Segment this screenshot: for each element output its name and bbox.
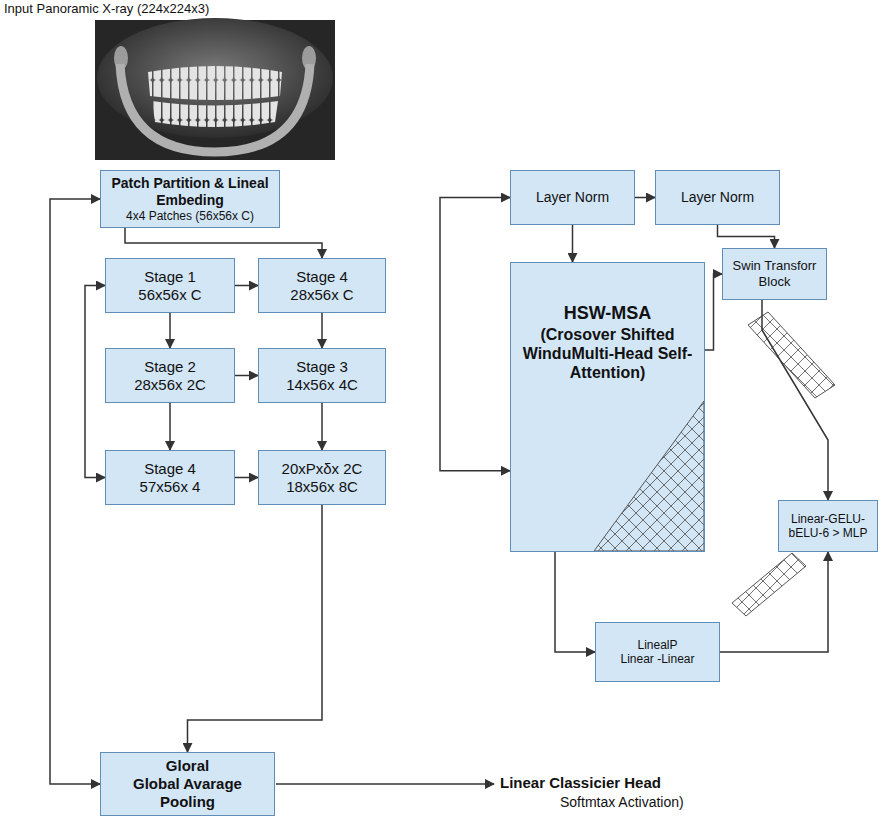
flow-arrow bbox=[125, 228, 322, 258]
flow-arrow bbox=[85, 286, 105, 478]
flow-arrow bbox=[572, 225, 574, 262]
hatched-ribbon bbox=[748, 312, 835, 398]
block-box: Swin Transforr Block bbox=[722, 248, 827, 300]
box-title: Gloral bbox=[166, 757, 209, 775]
box-title: Stage 3 bbox=[296, 358, 348, 376]
box-detail: 56x56x C bbox=[138, 286, 201, 304]
flow-arrow bbox=[50, 199, 100, 784]
flow-arrow bbox=[718, 225, 775, 248]
box-title: Stage 4 bbox=[296, 268, 348, 286]
pooling-box: GloralGlobal Avarage Pooling bbox=[100, 752, 275, 816]
box-title: Stage 4 bbox=[144, 460, 196, 478]
box-detail: 4x4 Patches (56x56x C) bbox=[126, 209, 254, 223]
box-title: HSW-MSA bbox=[564, 303, 652, 325]
box-title: Patch Partition & Lineal Embeding bbox=[107, 175, 273, 209]
flow-arrow bbox=[169, 313, 171, 348]
box-detail: Global Avarage Pooling bbox=[107, 775, 268, 811]
box-title: Layer Norm bbox=[536, 189, 609, 206]
hatched-ribbon bbox=[732, 553, 806, 616]
output-arrow bbox=[276, 783, 494, 785]
box-detail: 28x56x C bbox=[290, 286, 353, 304]
flow-arrow bbox=[555, 552, 595, 652]
xray-upper-teeth bbox=[148, 66, 282, 100]
flow-arrow bbox=[169, 403, 171, 450]
flow-arrow bbox=[235, 285, 258, 287]
stage-box: Stage 314x56x 4C bbox=[258, 348, 386, 403]
box-detail: (Crosover Shifted WinduMulti-Head Self-A… bbox=[517, 325, 698, 383]
flow-arrow bbox=[188, 505, 323, 752]
box-title: Stage 1 bbox=[144, 268, 196, 286]
free-label: Softmtax Activation) bbox=[560, 794, 684, 811]
box-title: Layer Norm bbox=[681, 189, 754, 206]
crosshatch bbox=[594, 401, 704, 551]
embedding-box: Patch Partition & Lineal Embeding4x4 Pat… bbox=[100, 170, 280, 228]
flow-arrow bbox=[440, 198, 510, 471]
flow-arrow bbox=[235, 375, 258, 377]
box-detail: 28x56x 2C bbox=[134, 376, 206, 394]
flow-arrow bbox=[635, 197, 655, 199]
box-detail: 14x56x 4C bbox=[286, 376, 358, 394]
stage-box: Stage 228x56x 2C bbox=[105, 348, 235, 403]
mlp-box: Linear-GELU- bELU-6 > MLP bbox=[778, 500, 878, 552]
stage-box: Stage 156x56x C bbox=[105, 258, 235, 313]
box-title: Swin Transforr Block bbox=[729, 258, 820, 289]
stage-box: Stage 457x56x 4 bbox=[105, 450, 235, 505]
stage-box: 20xPxδx 2C18x56x 8C bbox=[258, 450, 386, 505]
flow-arrow bbox=[705, 274, 722, 350]
stage-box: Stage 428x56x C bbox=[258, 258, 386, 313]
linear-box: LinealPLinear -Linear bbox=[595, 622, 720, 682]
norm-box: Layer Norm bbox=[510, 170, 635, 225]
flow-arrow bbox=[321, 403, 323, 450]
xray-mandible bbox=[120, 64, 310, 152]
flow-arrow bbox=[720, 552, 828, 652]
flow-arrow bbox=[762, 300, 828, 500]
box-detail: 18x56x 8C bbox=[286, 478, 358, 496]
box-title: 20xPxδx 2C bbox=[282, 460, 363, 478]
free-label: Linear Classicier Head bbox=[500, 774, 661, 792]
free-label: Input Panoramic X-ray (224x224x3) bbox=[4, 1, 209, 17]
xray-lower-teeth bbox=[152, 101, 278, 127]
attention-box: HSW-MSA(Crosover Shifted WinduMulti-Head… bbox=[510, 262, 705, 552]
box-detail: 57x56x 4 bbox=[140, 478, 201, 496]
flow-arrow bbox=[321, 313, 323, 348]
norm-box: Layer Norm bbox=[655, 170, 780, 225]
box-title: LinealP bbox=[637, 638, 677, 652]
box-title: Linear-GELU- bELU-6 > MLP bbox=[785, 512, 871, 541]
crosshatch-triangle bbox=[594, 401, 704, 551]
box-title: Stage 2 bbox=[144, 358, 196, 376]
box-detail: Linear -Linear bbox=[620, 652, 694, 666]
flow-arrow bbox=[235, 477, 258, 479]
